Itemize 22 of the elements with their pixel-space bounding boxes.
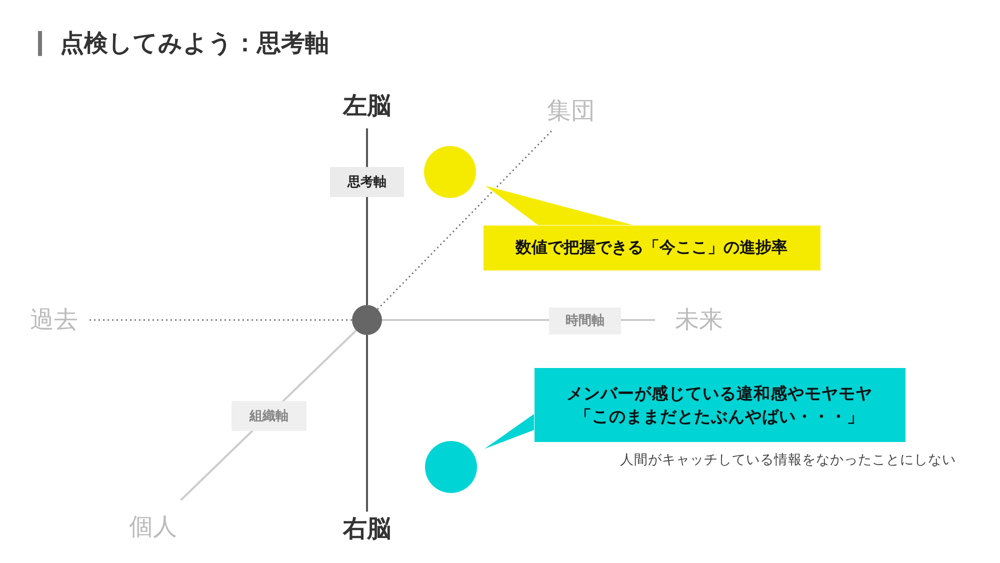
callout-pointer (485, 186, 633, 225)
axis-end-label: 左脳 (343, 92, 391, 120)
circle-marker (425, 441, 477, 493)
axis-line (366, 335, 368, 512)
callout-text: 数値で把握できる「今ここ」の進捗率 (516, 236, 788, 258)
circle-marker (424, 146, 476, 198)
axis-end-label: 個人 (129, 512, 177, 542)
axis-label: 思考軸 (330, 167, 404, 197)
note-text: 人間がキャッチしている情報をなかったことにしない (620, 451, 956, 469)
axis-label: 時間軸 (549, 307, 621, 334)
slide-title: 点検してみよう：思考軸 (60, 28, 329, 58)
origin-dot (352, 305, 382, 335)
callout-text: メンバーが感じている違和感やモヤモヤ (566, 383, 872, 405)
callout-text: 「このままだとたぶんやばい・・・」 (575, 406, 864, 428)
axis-end-label: 過去 (30, 306, 78, 334)
axis-label: 組織軸 (232, 401, 306, 431)
axis-end-label: 右脳 (343, 514, 391, 544)
axis-end-label: 集団 (547, 96, 595, 126)
callout-box (534, 368, 905, 442)
dotted-axis-line (376, 130, 553, 310)
dotted-axis-line (88, 319, 352, 321)
axis-end-label: 未来 (675, 306, 723, 334)
